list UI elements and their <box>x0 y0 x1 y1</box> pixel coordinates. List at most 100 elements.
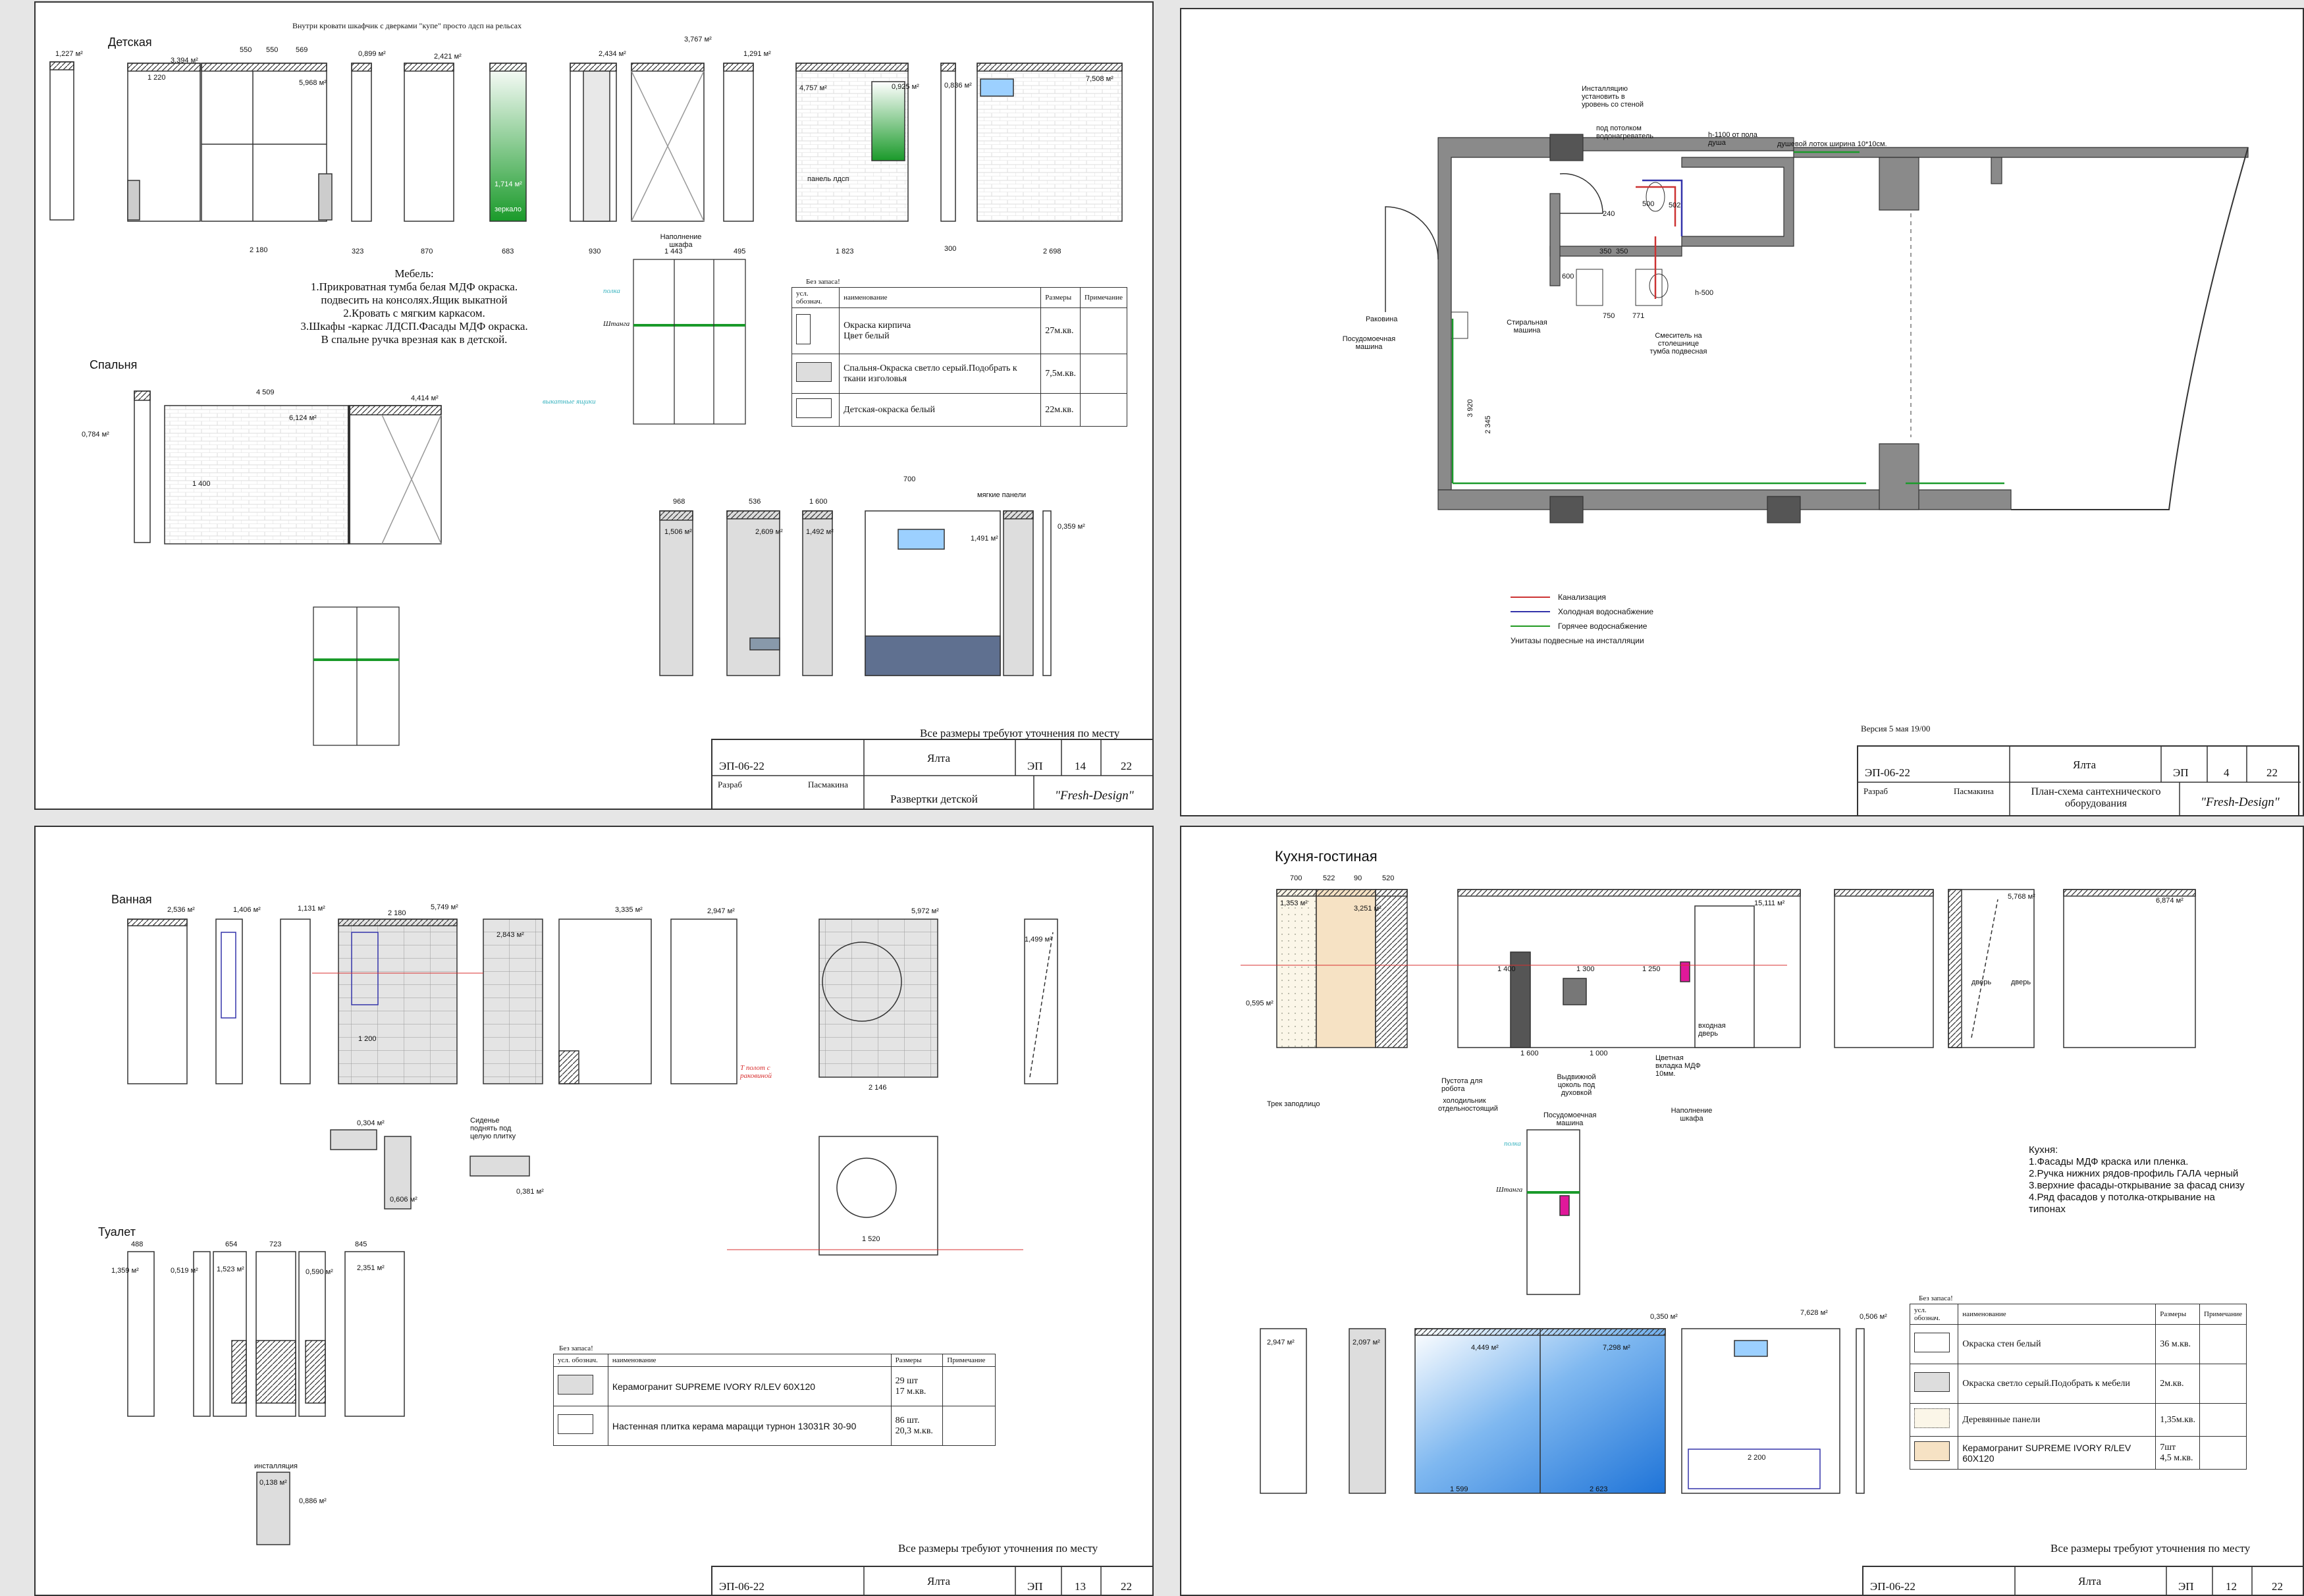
dimension-label: 2 180 <box>388 909 406 917</box>
spec-swatch <box>791 393 840 427</box>
area-label: 3,767 м² <box>684 36 712 43</box>
spec-col: Примечание <box>942 1354 996 1367</box>
area-label: 5,768 м² <box>2008 893 2035 901</box>
tb-stage: ЭП <box>2178 1580 2194 1593</box>
area-label: 6,124 м² <box>289 414 317 422</box>
dimension-label: 90 <box>1354 874 1362 882</box>
spec-note <box>2199 1403 2247 1437</box>
spec-name: Деревянные панели <box>1958 1403 2157 1437</box>
plumbing-plan <box>1385 134 2249 523</box>
spec-note <box>2199 1436 2247 1470</box>
dimension-label: 750 <box>1603 312 1615 320</box>
callout-sink: Раковина <box>1366 315 1398 323</box>
spec-swatch <box>1909 1364 1959 1404</box>
area-label: 1,359 м² <box>111 1267 139 1275</box>
furniture-note-line: подвесить на консолях.Ящик выкатной <box>321 294 508 306</box>
legend-label: Холодная водоснабжение <box>1558 607 1654 616</box>
dimension-label: 1 600 <box>1520 1050 1539 1057</box>
area-label: 1,492 м² <box>806 528 834 536</box>
label-drawer: выкатные ящики <box>543 398 596 406</box>
tb-code: ЭП-06-22 <box>1870 1580 1916 1593</box>
room-title-detskaya: Детская <box>108 36 152 49</box>
spec-header-note: Без запаса! <box>1919 1294 1953 1302</box>
dimension-label: 600 <box>1562 273 1574 280</box>
callout-mixer: Смеситель на столешнице тумба подвесная <box>1649 332 1707 356</box>
label-dishwasher: Посудомоечная машина <box>1543 1111 1597 1127</box>
version-note: Версия 5 мая 19/00 <box>1861 724 1931 733</box>
area-label: 2,421 м² <box>434 53 462 61</box>
spec-note <box>1080 307 1127 354</box>
spec-header-note: Без запаса! <box>806 278 840 286</box>
tb-title: Развертки детской <box>890 793 978 805</box>
room-title-tualet: Туалет <box>98 1225 136 1238</box>
spec-note <box>942 1366 996 1406</box>
dimension-label: 870 <box>421 248 433 255</box>
area-label: 0,836 м² <box>944 82 972 90</box>
furniture-note-line: В спальне ручка врезная как в детской. <box>321 333 508 346</box>
dimension-label: 2 345 <box>1484 415 1492 434</box>
callout-height: h-1100 от пола душа <box>1708 131 1757 147</box>
area-label: 4,414 м² <box>411 394 439 402</box>
callout-drain: душевой лоток ширина 10*10см. <box>1777 140 1887 148</box>
area-label: 0,595 м² <box>1246 999 1273 1007</box>
spec-note <box>942 1406 996 1446</box>
area-label: 1,353 м² <box>1280 899 1308 907</box>
dimension-label: 1 823 <box>836 248 854 255</box>
footer-note: Все размеры требуют уточнения по месту <box>920 727 1120 739</box>
spec-note <box>2199 1364 2247 1404</box>
dimension-label: 1 400 <box>192 480 211 488</box>
callout-heater: под потолком водонагреватель <box>1596 124 1653 140</box>
tb-sheets: 22 <box>2272 1580 2283 1593</box>
furniture-note-line: 3.Шкафы -каркас ЛДСП.Фасады МДФ окраска. <box>300 320 528 332</box>
spec-size: 1,35м.кв. <box>2155 1403 2200 1437</box>
label-fill: Наполнение шкафа <box>660 233 702 249</box>
plumbing-legend: Канализация Холодная водоснабжение Горяч… <box>1511 590 1653 648</box>
area-label: 0,138 м² <box>259 1479 287 1487</box>
tb-stage: ЭП <box>2173 766 2189 779</box>
dimension-label: 522 <box>1323 874 1335 882</box>
spec-swatch <box>553 1366 608 1406</box>
spec-note <box>2199 1324 2247 1364</box>
tb-city: Ялта <box>927 752 951 764</box>
callout-h500: h-500 <box>1695 289 1714 297</box>
furniture-notes: Мебель: 1.Прикроватная тумба белая МДФ о… <box>276 267 552 346</box>
tb-sheet: 14 <box>1075 760 1086 772</box>
dimension-label: 1 220 <box>147 74 166 82</box>
dimension-label: 500 <box>1642 200 1655 208</box>
spec-name: Настенная плитка керама марацци турнон 1… <box>607 1406 892 1446</box>
dimension-label: 569 <box>296 46 308 54</box>
dimension-label: 2 200 <box>1748 1454 1766 1462</box>
dimension-label: 2 623 <box>1590 1485 1608 1493</box>
area-label: 1,499 м² <box>1025 936 1052 944</box>
dimension-label: 550 <box>266 46 279 54</box>
area-label: 0,925 м² <box>892 83 919 91</box>
spec-size: 86 шт. 20,3 м.кв. <box>890 1406 944 1446</box>
spec-header-note: Без запаса! <box>559 1344 593 1352</box>
label-door: дверь <box>1971 978 1992 986</box>
area-label: 2,947 м² <box>1267 1339 1295 1346</box>
spec-name: Окраска светло серый.Подобрать к мебели <box>1958 1364 2157 1404</box>
tb-role: Разраб <box>718 780 743 789</box>
spec-swatch <box>553 1406 608 1446</box>
area-label: 0,606 м² <box>390 1196 417 1204</box>
spec-swatch <box>1909 1436 1959 1470</box>
dimension-label: 1 000 <box>1590 1050 1608 1057</box>
tb-stage: ЭП <box>1027 760 1043 772</box>
dimension-label: 1 200 <box>358 1035 377 1043</box>
tb-author: Пасмакина <box>1954 786 1994 796</box>
legend-item: Унитазы подвесные на инсталляции <box>1511 633 1653 648</box>
tb-company: "Fresh-Design" <box>1055 789 1134 803</box>
area-label: 0,899 м² <box>358 50 386 58</box>
label-install: инсталляция <box>254 1462 298 1470</box>
legend-label: Горячее водоснабжение <box>1558 622 1648 631</box>
dimension-label: 700 <box>1290 874 1302 882</box>
label-fridge: холодильник отдельностоящий <box>1438 1097 1498 1113</box>
dimension-label: 1 400 <box>1497 965 1516 973</box>
spec-name: Керамогранит SUPREME IVORY R/LEV 60X120 <box>1958 1436 2157 1470</box>
top-note: Внутри кровати шкафчик с дверками "купе"… <box>292 21 522 30</box>
tb-sheets: 22 <box>2266 766 2278 779</box>
spec-name: Детская-окраска белый <box>839 393 1042 427</box>
area-label: 7,628 м² <box>1800 1309 1828 1317</box>
sheet-12-kitchen: Кухня-гостиная 1,353 м² 3,251 м² 0,595 м… <box>1180 826 2304 1596</box>
